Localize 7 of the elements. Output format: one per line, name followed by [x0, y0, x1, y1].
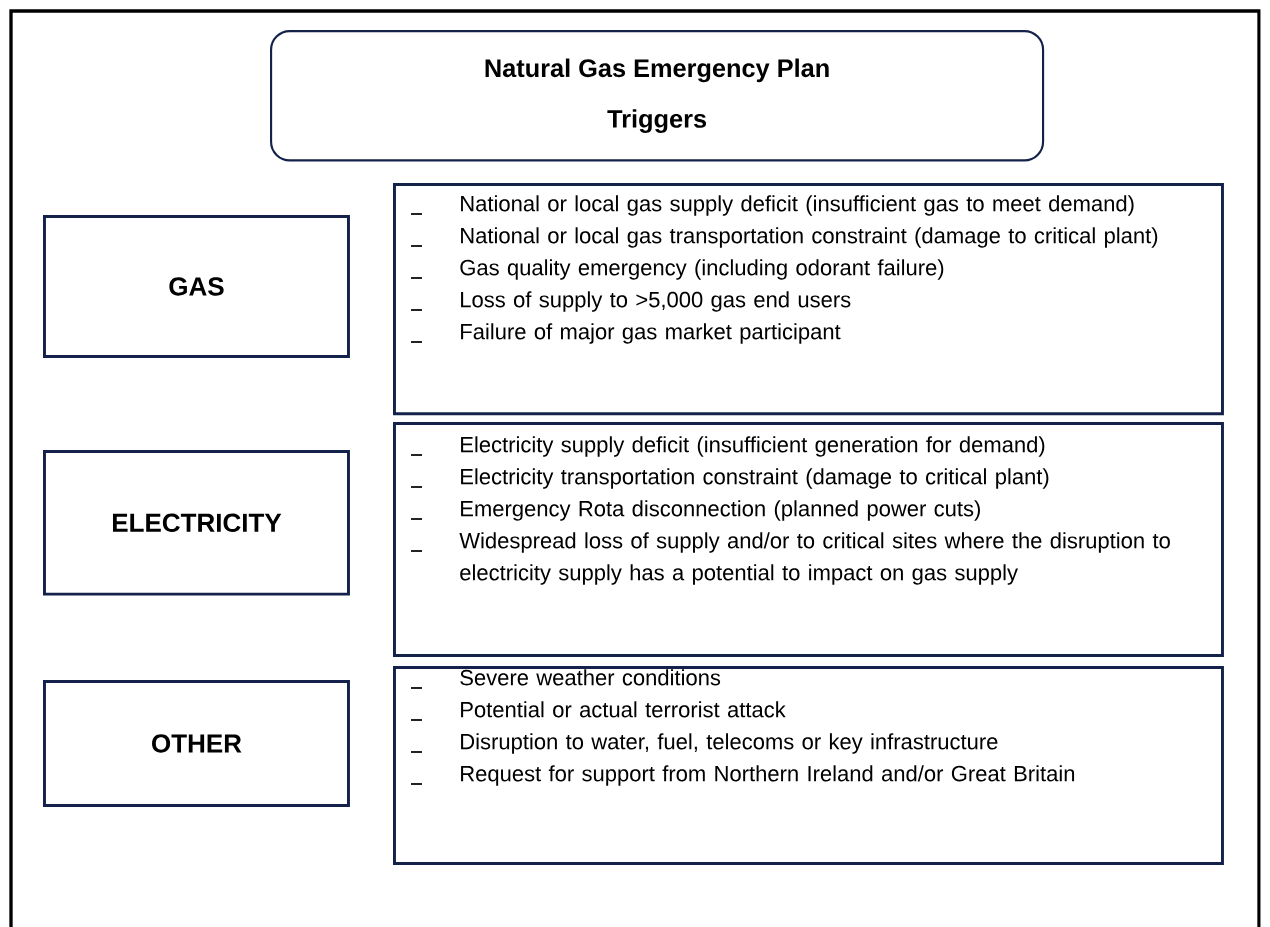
- trigger-list-box: Electricity supply deficit (insufficient generation for demand) Electricity transportation constraint (damage to critical plant) Emergency Rota disconnection (planned power cuts) Widespread loss of supply and/or to critical sites where the disruption to electricity supply has a potential to impact on gas supply: [393, 422, 1224, 657]
- title-box: Natural Gas Emergency Plan Triggers: [270, 30, 1045, 162]
- category-box: GAS: [43, 215, 350, 358]
- category-box: ELECTRICITY: [43, 450, 350, 596]
- category-box: OTHER: [43, 680, 350, 807]
- trigger-list-box: Severe weather conditions Potential or actual terrorist attack Disruption to water, fuel, telecoms or key infrastructure Request for support from Northern Ireland and/or Great Britain: [393, 666, 1224, 865]
- trigger-list-box: National or local gas supply deficit (insufficient gas to meet demand) National or local gas transportation constraint (damage to critical plant) Gas quality emergency (including odorant failure) Loss of supply to >5,000 gas end users Failure of major gas market participant: [393, 183, 1224, 416]
